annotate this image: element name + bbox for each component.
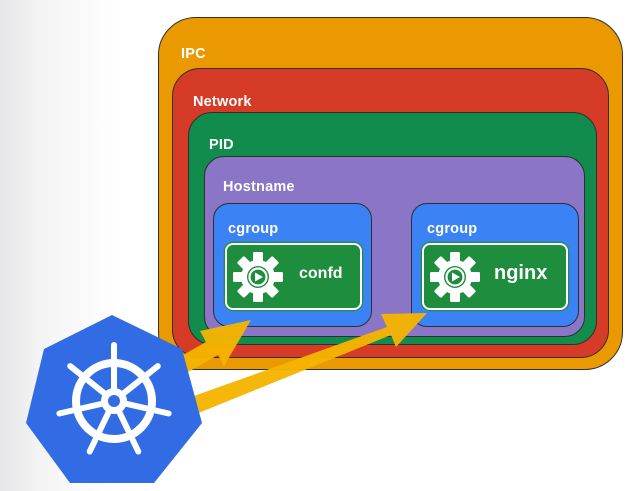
container-confd: confd <box>225 243 362 310</box>
hostname-label: Hostname <box>223 179 295 195</box>
container-nginx: nginx <box>422 243 568 310</box>
ship-wheel-icon <box>26 315 202 483</box>
gear-play-icon <box>430 252 480 302</box>
container-name-nginx: nginx <box>494 262 548 284</box>
pid-label: PID <box>209 137 234 153</box>
container-name-confd: confd <box>299 265 343 282</box>
cgroup-label: cgroup <box>427 221 478 237</box>
ipc-label: IPC <box>181 46 206 62</box>
cgroup-box-nginx: cgroup nginx <box>411 203 579 327</box>
cgroup-label: cgroup <box>228 221 279 237</box>
gear-play-icon <box>233 252 283 302</box>
network-label: Network <box>193 94 252 110</box>
cgroup-box-confd: cgroup confd <box>213 203 372 327</box>
